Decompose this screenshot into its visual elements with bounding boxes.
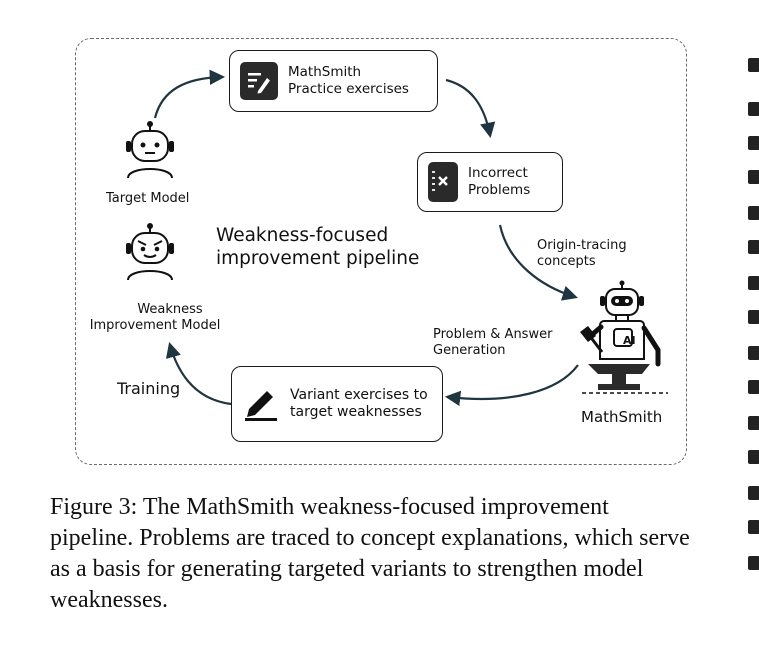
label-origin-tracing: Origin-tracing concepts [537, 238, 627, 269]
ai-badge: AI [623, 334, 636, 347]
arrow-mathsmith-to-variant [444, 364, 579, 407]
arrow-practice-to-incorrect [445, 78, 496, 139]
pen-line-icon [242, 385, 280, 423]
diagram-frame [75, 38, 687, 465]
figure-caption: Figure 3: The MathSmith weakness-focused… [50, 494, 690, 613]
robot-ai-blacksmith-icon [580, 280, 668, 394]
notebook-x-icon [428, 162, 458, 202]
cropped-text-strip [748, 50, 759, 650]
robot-angry-icon [126, 223, 174, 281]
center-title: Weakness-focused improvement pipeline [216, 225, 420, 269]
notepad-pen-icon [240, 62, 278, 100]
label-weakness-model: Weakness Improvement Model [89, 302, 221, 333]
incorrect-box: Incorrect Problems [417, 152, 563, 212]
arrow-target-to-practice [153, 69, 226, 119]
label-problem-answer: Problem & Answer Generation [433, 327, 553, 358]
variant-box: Variant exercises to target weaknesses [231, 366, 443, 442]
robot-target-icon [126, 121, 174, 179]
practice-box: MathSmith Practice exercises [229, 50, 438, 112]
label-mathsmith: MathSmith [581, 408, 663, 426]
arrow-incorrect-to-mathsmith [498, 224, 578, 301]
label-training: Training [117, 379, 181, 398]
arrow-variant-to-weakness-model [165, 342, 232, 406]
label-target-model: Target Model [106, 191, 190, 206]
